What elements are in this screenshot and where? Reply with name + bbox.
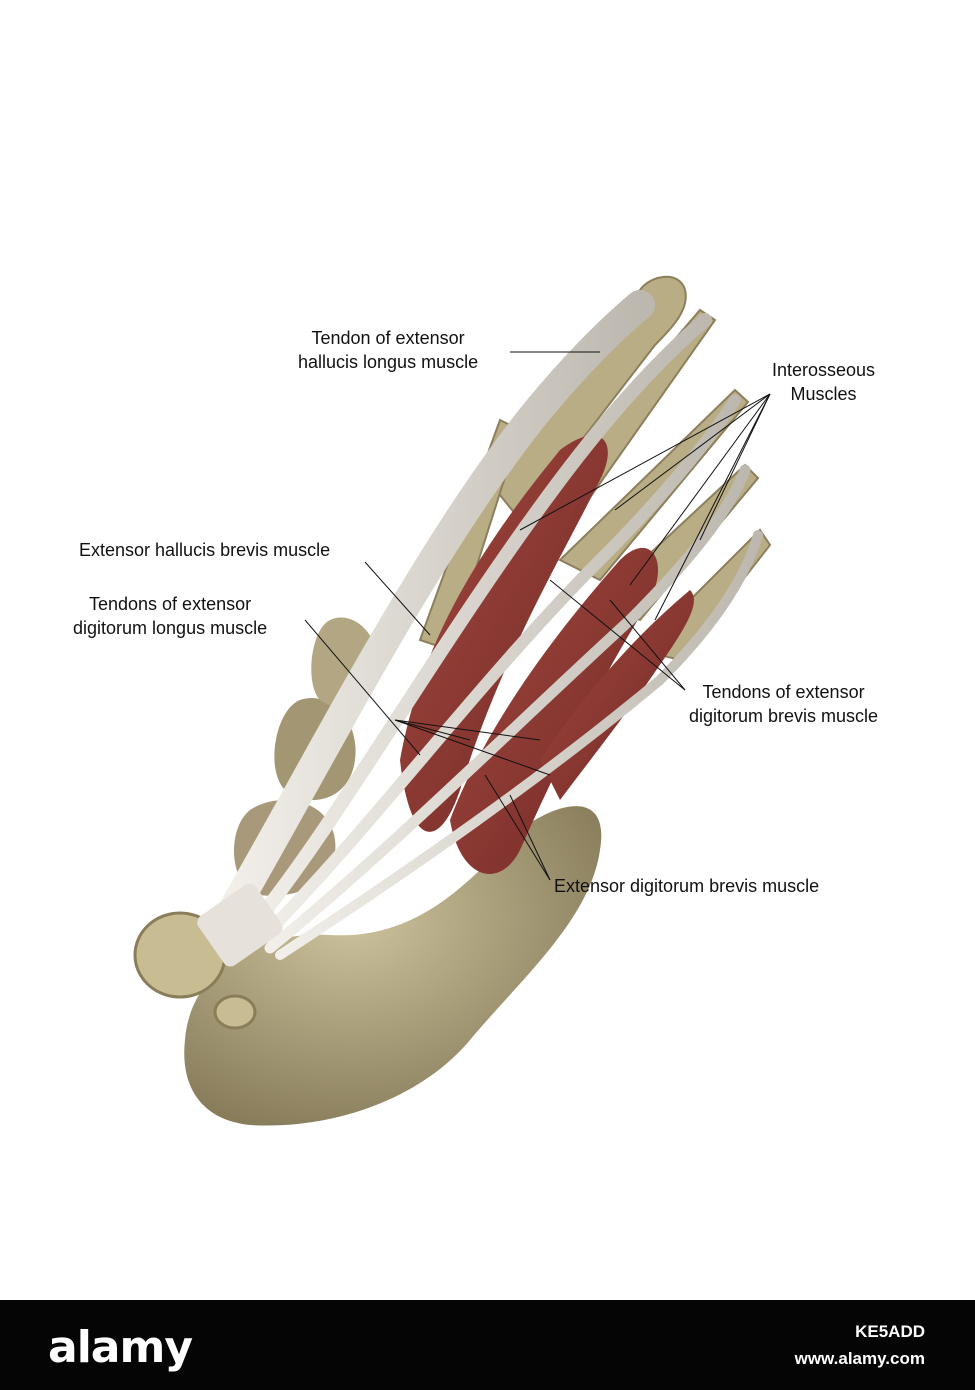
tendon-cut-section xyxy=(197,883,283,967)
label-edl-tendons: Tendons of extensor digitorum longus mus… xyxy=(73,594,268,638)
tendons xyxy=(215,290,763,960)
site-url: www.alamy.com xyxy=(794,1349,925,1368)
alamy-logo: alamy xyxy=(48,1322,193,1373)
watermark-footer: alamy KE5ADD www.alamy.com xyxy=(0,1300,975,1390)
image-id: KE5ADD xyxy=(855,1322,925,1341)
label-edb-tendons: Tendons of extensor digitorum brevis mus… xyxy=(689,682,879,726)
foot-anatomy-illustration xyxy=(133,275,772,1126)
label-ehb-muscle: Extensor hallucis brevis muscle xyxy=(79,540,331,560)
label-edb-muscle: Extensor digitorum brevis muscle xyxy=(554,876,820,896)
leader-lines xyxy=(304,351,771,881)
fibula-section xyxy=(213,994,257,1030)
label-interosseous: Interosseous Muscles xyxy=(772,360,876,404)
label-ehl-tendon: Tendon of extensor hallucis longus muscl… xyxy=(298,328,479,372)
